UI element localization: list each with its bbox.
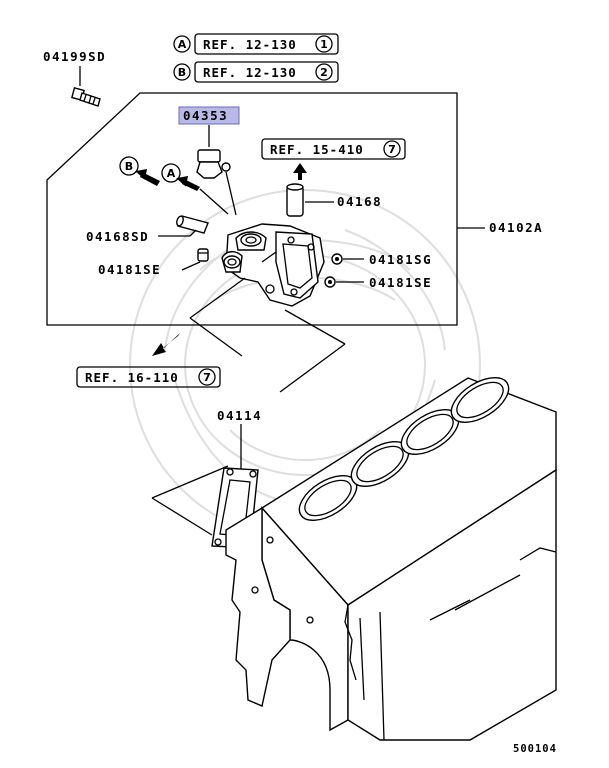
part-label-04181SE-left[interactable]: 04181SE xyxy=(98,262,161,277)
ref-16-label[interactable]: REF. 16-110 7 xyxy=(76,366,221,388)
plug-04181SE-left xyxy=(197,248,209,262)
leader-sensor-to-housing xyxy=(225,171,237,216)
ref-a-letter-circle xyxy=(173,35,191,53)
arrow-a-letter: A xyxy=(167,167,176,180)
part-label-04181SE-right[interactable]: 04181SE xyxy=(369,275,432,290)
arrow-b[interactable]: B xyxy=(119,156,160,186)
arrow-up-ref-15 xyxy=(293,163,307,180)
ref-15-num-circle xyxy=(383,140,401,158)
bolt-04199SD xyxy=(71,87,101,107)
part-label-04114[interactable]: 04114 xyxy=(217,408,262,423)
part-label-04353[interactable]: 04353 xyxy=(183,108,228,123)
ref-b-num: 2 xyxy=(320,66,328,79)
ref-16-box xyxy=(76,366,221,388)
sensor-04353 xyxy=(196,149,231,179)
part-label-04199SD[interactable]: 04199SD xyxy=(43,49,106,64)
ref-15-text: REF. 15-410 xyxy=(270,142,364,157)
ref-16-text: REF. 16-110 xyxy=(85,370,179,385)
ref-a-letter: A xyxy=(178,38,187,51)
ref-b-text: REF. 12-130 xyxy=(203,65,297,80)
part-label-highlight-04353 xyxy=(178,106,240,125)
leader-04181SE-left xyxy=(181,261,201,271)
part-label-04168SD[interactable]: 04168SD xyxy=(86,229,149,244)
ref-a-label[interactable]: A REF. 12-130 1 xyxy=(173,33,339,55)
ref-16-num: 7 xyxy=(203,371,211,384)
ref-15-label[interactable]: REF. 15-410 7 xyxy=(261,138,406,160)
assembly-frame xyxy=(46,92,458,326)
ref-b-label[interactable]: B REF. 12-130 2 xyxy=(173,61,339,83)
part-label-04102A[interactable]: 04102A xyxy=(489,220,543,235)
arrow-a[interactable]: A xyxy=(161,163,200,191)
ref-a-box xyxy=(194,33,339,55)
outlet-housing xyxy=(221,223,325,307)
plug-04181SG xyxy=(331,253,343,265)
ref-16-num-circle xyxy=(198,368,216,386)
diagram-number: 500104 xyxy=(513,743,557,755)
ref-b-num-circle xyxy=(315,63,333,81)
ref-a-num: 1 xyxy=(320,38,328,51)
ref-a-num-circle xyxy=(315,35,333,53)
ref-15-box xyxy=(261,138,406,160)
ref-a-text: REF. 12-130 xyxy=(203,37,297,52)
part-label-04168[interactable]: 04168 xyxy=(337,194,382,209)
part-label-04181SG[interactable]: 04181SG xyxy=(369,252,432,267)
ref-b-letter: B xyxy=(178,66,186,79)
leader-arrow-a xyxy=(199,188,229,215)
engine-block xyxy=(225,377,557,741)
pin-04168SD xyxy=(176,215,209,234)
ref-15-num: 7 xyxy=(388,143,396,156)
pipe-04168 xyxy=(286,183,304,217)
plug-04181SE-right xyxy=(324,276,336,288)
arrow-b-letter: B xyxy=(125,160,133,173)
ref-b-letter-circle xyxy=(173,63,191,81)
ref-b-box xyxy=(194,61,339,83)
arrow-ref-16 xyxy=(152,333,180,356)
